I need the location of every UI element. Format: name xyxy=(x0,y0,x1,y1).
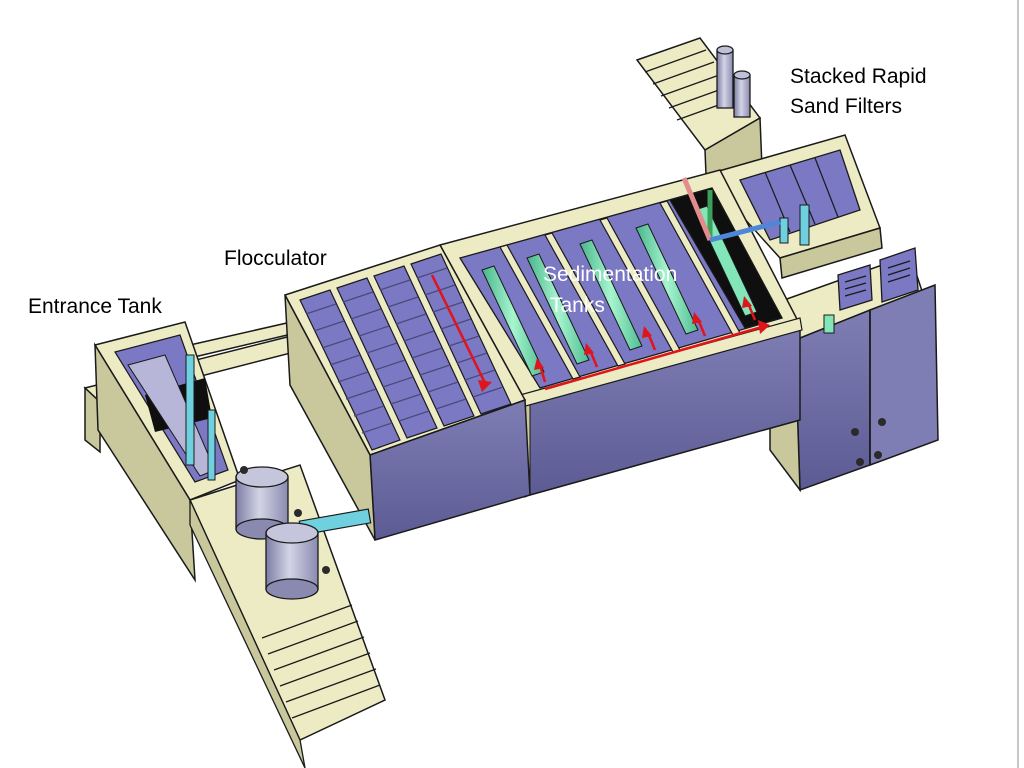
label-flocculator: Flocculator xyxy=(224,247,327,270)
entrance-tank xyxy=(93,321,241,583)
slide-edge-divider xyxy=(1017,0,1019,768)
flocculator xyxy=(283,244,531,541)
stacked-rapid-sand-filters xyxy=(635,37,883,279)
axis-gizmo-icon xyxy=(681,177,781,243)
label-stacked-rapid-sand-filters-line2: Sand Filters xyxy=(790,95,903,118)
flow-arrows xyxy=(430,274,770,392)
label-sedimentation-tanks-line2: Tanks xyxy=(550,294,605,317)
label-entrance-tank: Entrance Tank xyxy=(28,295,162,318)
label-stacked-rapid-sand-filters-line1: Stacked Rapid xyxy=(790,65,927,88)
label-sedimentation-tanks-line1: Sedimentation xyxy=(543,263,678,286)
chemical-cylinders xyxy=(235,466,372,600)
